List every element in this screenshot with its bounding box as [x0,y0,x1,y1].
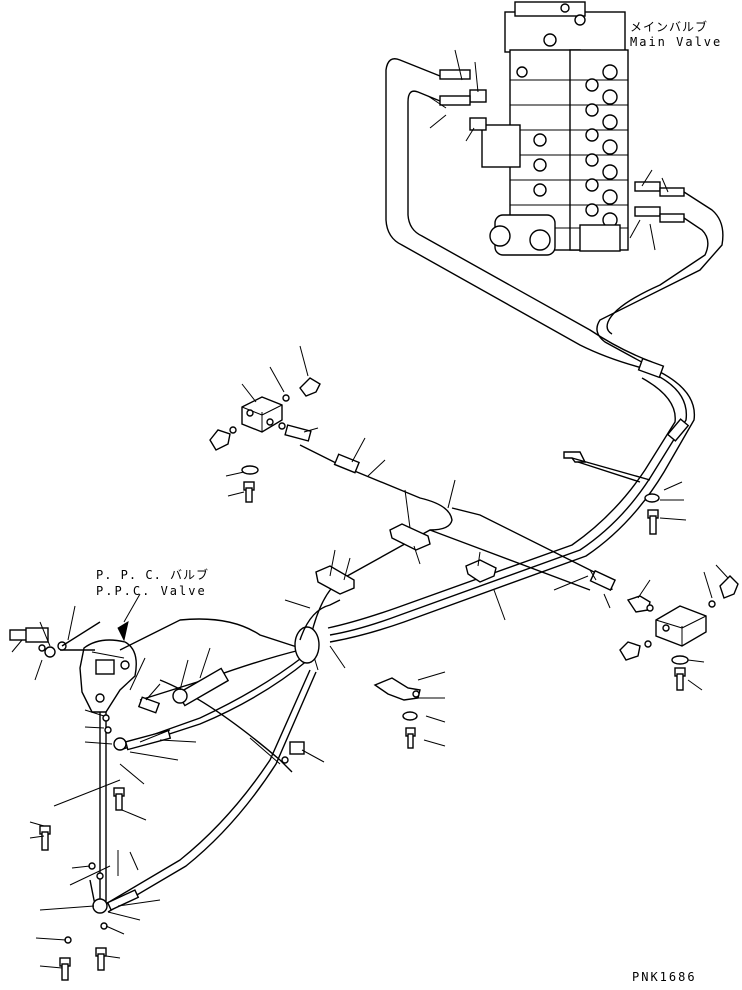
lower-right-manifold [619,493,739,691]
hose-sleeve-upper [637,357,665,379]
main-hose-bundle [327,58,724,643]
main-valve-label-jp: メインバルブ [630,20,709,34]
center-bolts [402,690,420,749]
bracket-right [571,457,651,483]
main-valve-assembly [481,1,629,256]
main-valve-fittings [439,69,685,223]
ppc-fittings [9,621,305,981]
hose-junction-sleeve [294,626,320,664]
upper-manifold [209,377,321,503]
ppc-valve-label-jp: P. P. C. バルブ [96,568,210,582]
ppc-valve [79,639,137,713]
ppc-leaders [11,605,325,969]
main-valve-leaders [427,49,669,251]
cross-hose-end [589,569,617,592]
clamps [315,451,587,701]
upper-hose-end [333,453,360,474]
ppc-label-leader [123,593,141,623]
ppc-valve-label-en: P.P.C. Valve [96,584,207,598]
hose-sleeve-right [666,418,690,442]
upper-manifold-leaders [225,345,319,497]
lower-right-leaders [417,481,729,747]
clamp-leaders [284,437,506,671]
junction-hose-up [299,599,341,641]
ppc-arrow-icon [117,620,129,642]
drawing-code: PNK1686 [632,970,697,984]
main-valve-label-en: Main Valve [630,35,723,49]
